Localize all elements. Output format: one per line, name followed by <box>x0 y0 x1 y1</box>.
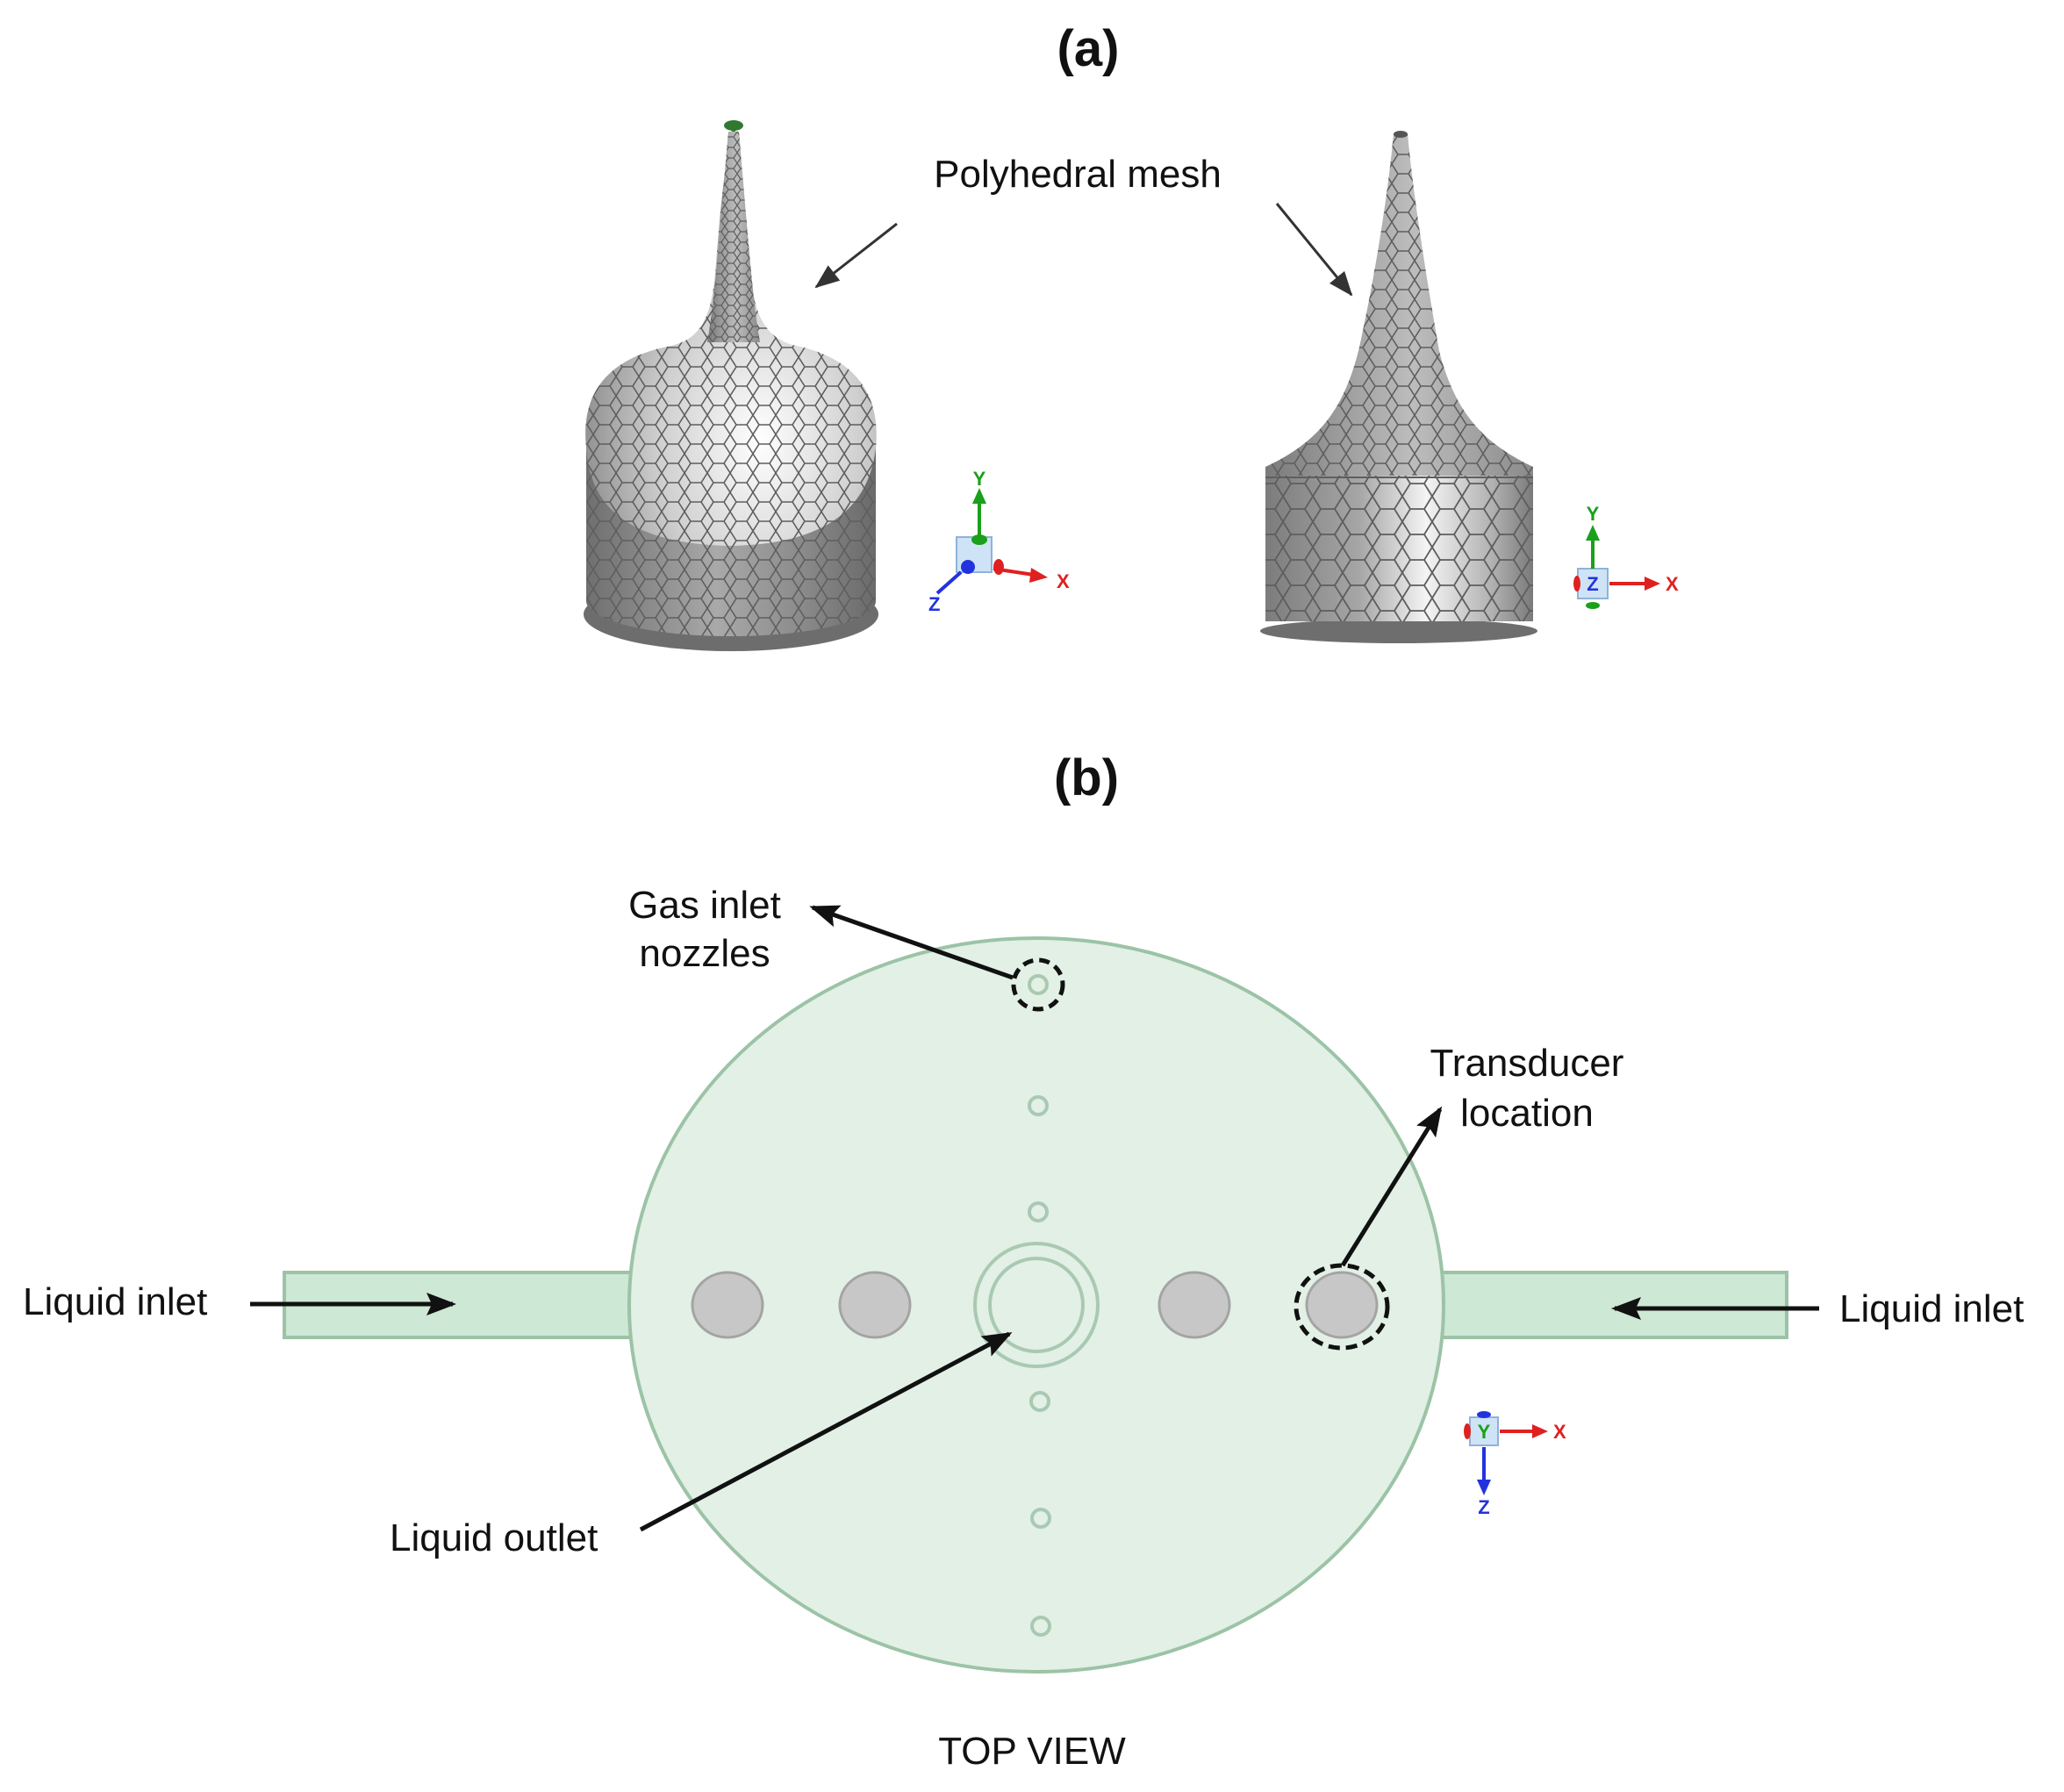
gas-nozzle <box>1028 974 1049 995</box>
transducer <box>1305 1271 1379 1339</box>
transducer-highlight-ring <box>1294 1263 1390 1351</box>
liquid-inlet-label-left: Liquid inlet <box>23 1280 207 1323</box>
gas-nozzle <box>1029 1391 1050 1412</box>
triad-right-x-label: X <box>1666 573 1679 595</box>
triad-left-y-label: Y <box>973 468 986 490</box>
top-view-caption: TOP VIEW <box>938 1730 1126 1773</box>
panel-a-label: (a) <box>1057 20 1120 77</box>
mesh-geometry-right <box>1260 131 1537 643</box>
liquid-outlet-arrow <box>639 1331 1013 1532</box>
transducer <box>691 1271 764 1339</box>
triad-top-x-label: X <box>1553 1421 1566 1443</box>
gas-inlet-arrow <box>809 905 1014 980</box>
polyhedral-mesh-label: Polyhedral mesh <box>934 153 1222 196</box>
triad-left-z-label: Z <box>928 593 940 615</box>
transducer <box>1157 1271 1231 1339</box>
triad-top-y-label: Y <box>1478 1421 1491 1443</box>
liquid-inlet-label-right: Liquid inlet <box>1839 1287 2024 1330</box>
transducer <box>838 1271 912 1339</box>
mesh-right-base-shadow <box>1260 619 1537 643</box>
gas-nozzle <box>1028 1095 1049 1116</box>
polyhedral-mesh-arrow-left <box>814 222 898 289</box>
liquid-inlet-pipe-right <box>1434 1271 1788 1339</box>
triad-top-z-label: Z <box>1478 1496 1489 1518</box>
gas-nozzle <box>1028 1201 1049 1222</box>
gas-nozzle <box>1030 1616 1051 1637</box>
transducers <box>691 1271 1379 1339</box>
liquid-outlet-label: Liquid outlet <box>390 1516 598 1559</box>
mesh-right-tip <box>1394 131 1408 138</box>
axis-triad-left: Y X Z <box>928 468 1070 615</box>
liquid-outlet <box>973 1242 1100 1368</box>
axis-triad-top-view: Y X Z <box>1464 1411 1566 1518</box>
polyhedral-mesh-arrow-right <box>1275 203 1353 297</box>
transducer-label-line1: Transducer <box>1430 1042 1624 1085</box>
axis-triad-right: Y Z X <box>1573 503 1679 609</box>
gas-inlet-label-line2: nozzles <box>639 932 770 975</box>
triad-right-z-label: Z <box>1587 573 1598 595</box>
triad-left-x-label: X <box>1057 570 1070 592</box>
gas-nozzle <box>1030 1508 1051 1529</box>
panel-b-label: (b) <box>1054 749 1119 806</box>
gas-inlet-nozzles <box>1028 974 1051 1637</box>
triad-right-y-label: Y <box>1587 503 1600 525</box>
tank-top-view <box>627 936 1445 1674</box>
gas-inlet-label-line1: Gas inlet <box>628 884 781 927</box>
transducer-label-line2: location <box>1460 1092 1594 1135</box>
transducer-arrow <box>1340 1106 1443 1267</box>
gas-inlet-highlight-ring <box>1011 957 1065 1012</box>
mesh-geometry-left <box>584 120 878 651</box>
mesh-left-tip <box>724 120 743 131</box>
